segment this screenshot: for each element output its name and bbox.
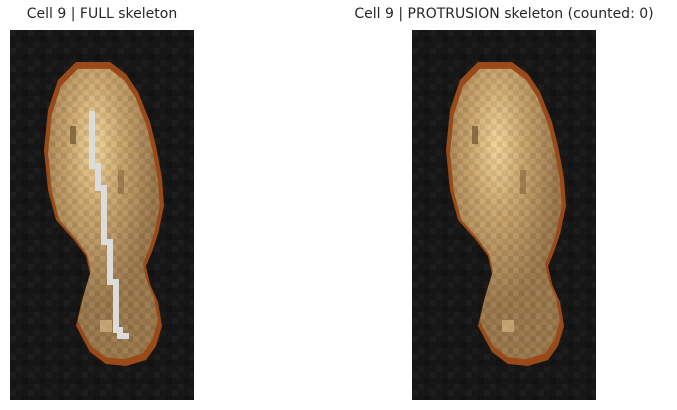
cell-dark-spot: [520, 170, 526, 194]
cell-dark-spot: [472, 126, 478, 144]
cell-dark-spot: [118, 170, 124, 194]
right-panel-title: Cell 9 | PROTRUSION skeleton (counted: 0…: [354, 6, 654, 22]
protrusion-skeleton-image: [412, 30, 596, 400]
cell-image-full: [10, 30, 194, 400]
full-skeleton-image: [10, 30, 194, 400]
skeleton-line: [89, 111, 129, 339]
cell-bright-spot: [502, 320, 514, 332]
cell-bright-spot: [100, 320, 112, 332]
cell-dark-spot: [70, 126, 76, 144]
cell-image-protrusion: [412, 30, 596, 400]
left-panel-title: Cell 9 | FULL skeleton: [26, 6, 178, 22]
